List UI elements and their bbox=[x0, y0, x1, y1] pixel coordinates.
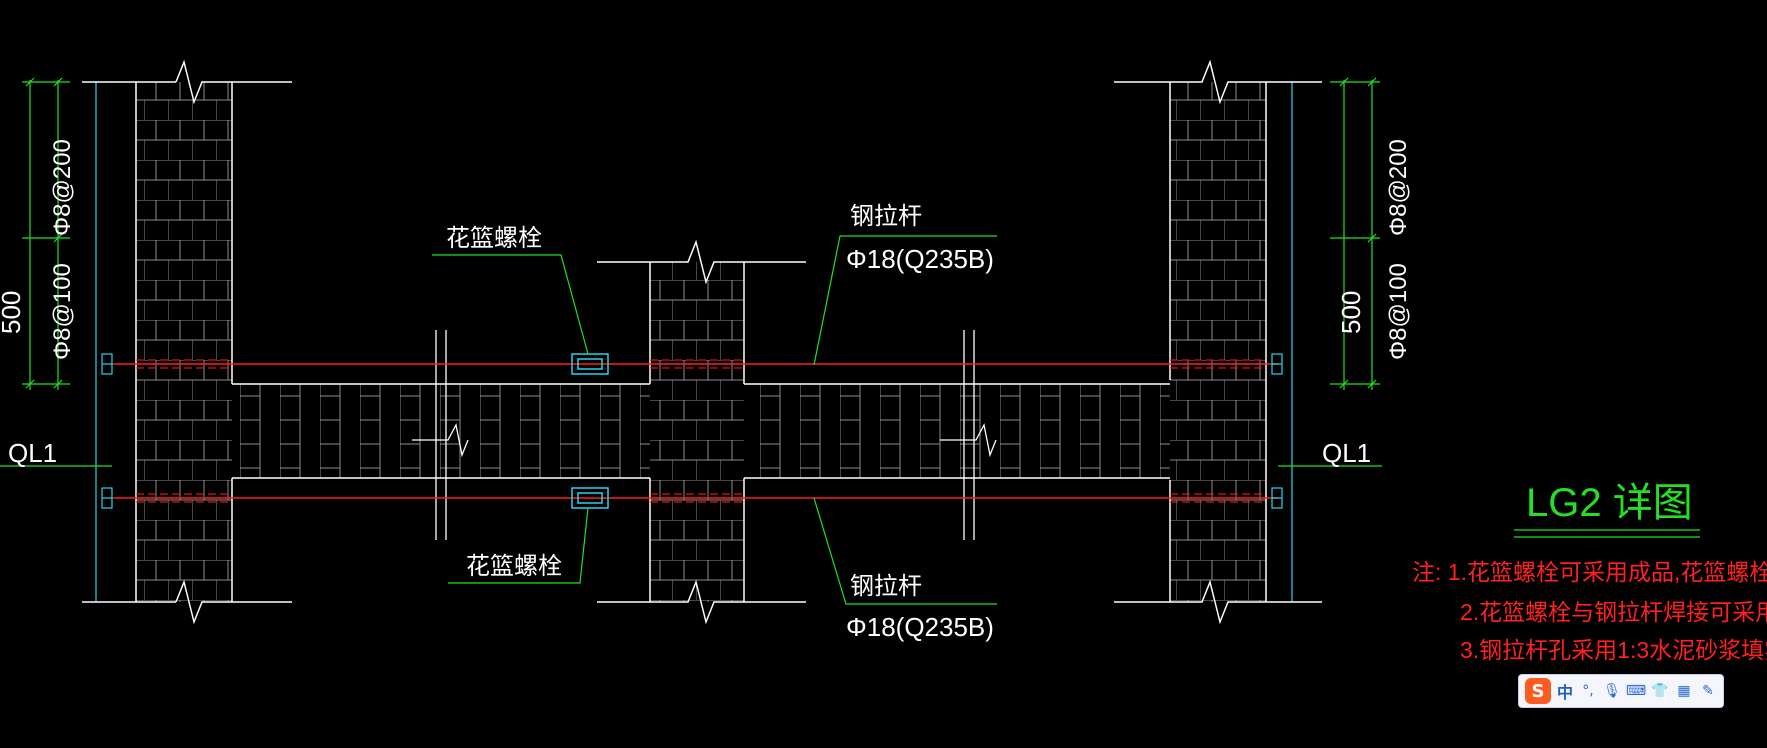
note-line-1: 注: 1.花篮螺栓可采用成品,花篮螺栓螺杆直径宜 bbox=[1412, 559, 1767, 585]
skin-icon[interactable]: 👕 bbox=[1651, 683, 1669, 699]
microphone-icon[interactable]: 🎙 bbox=[1603, 683, 1621, 699]
beam-label-left: QL1 bbox=[8, 438, 57, 468]
ime-mode-toggle[interactable]: 中 bbox=[1557, 683, 1574, 702]
keyboard-icon[interactable]: ⌨ bbox=[1625, 683, 1647, 699]
left-rebar-upper: Φ8@200 bbox=[49, 139, 76, 236]
rod-spec-top: Φ18(Q235B) bbox=[846, 244, 994, 274]
turnbuckle-label-bottom: 花篮螺栓 bbox=[466, 553, 562, 580]
center-wall bbox=[597, 239, 806, 625]
tools-icon[interactable]: ✎ bbox=[1702, 683, 1714, 699]
beam-right-span bbox=[744, 330, 1170, 540]
ime-logo-icon[interactable]: S bbox=[1525, 678, 1551, 704]
tie-rod-top bbox=[112, 359, 1278, 369]
right-dimension bbox=[1330, 77, 1380, 390]
left-dimension bbox=[22, 77, 70, 390]
left-rebar-lower: Φ8@100 bbox=[49, 263, 76, 360]
right-rebar-lower: Φ8@100 bbox=[1385, 263, 1412, 360]
left-dim-total: 500 bbox=[0, 291, 26, 334]
detail-title: LG2 详图 bbox=[1526, 481, 1693, 525]
grid-icon[interactable]: ▦ bbox=[1677, 683, 1691, 699]
turnbuckle-bottom bbox=[571, 487, 609, 509]
beam-label-right: QL1 bbox=[1322, 438, 1371, 468]
punctuation-icon[interactable]: °, bbox=[1582, 683, 1594, 699]
ime-toolbar[interactable]: S 中 °, 🎙 ⌨ 👕 ▦ ✎ bbox=[1518, 674, 1724, 708]
note-line-3: 3.钢拉杆孔采用1:3水泥砂浆填实。 bbox=[1460, 637, 1767, 663]
rod-spec-bottom: Φ18(Q235B) bbox=[846, 612, 994, 642]
beam-left-span bbox=[231, 330, 650, 540]
right-rebar-upper: Φ8@200 bbox=[1385, 139, 1412, 236]
left-wall bbox=[82, 59, 292, 625]
right-wall bbox=[1114, 59, 1322, 625]
turnbuckle-top bbox=[571, 353, 609, 375]
right-dim-total: 500 bbox=[1336, 291, 1366, 334]
note-line-2: 2.花篮螺栓与钢拉杆焊接可采用对焊或双面 bbox=[1460, 599, 1767, 625]
rod-label-top: 钢拉杆 bbox=[850, 203, 922, 230]
rod-label-bottom: 钢拉杆 bbox=[850, 573, 922, 600]
leader-lines bbox=[0, 235, 1382, 605]
tie-rod-bottom bbox=[112, 493, 1278, 503]
anchor-plates bbox=[101, 353, 1283, 509]
turnbuckle-label-top: 花篮螺栓 bbox=[446, 225, 542, 252]
